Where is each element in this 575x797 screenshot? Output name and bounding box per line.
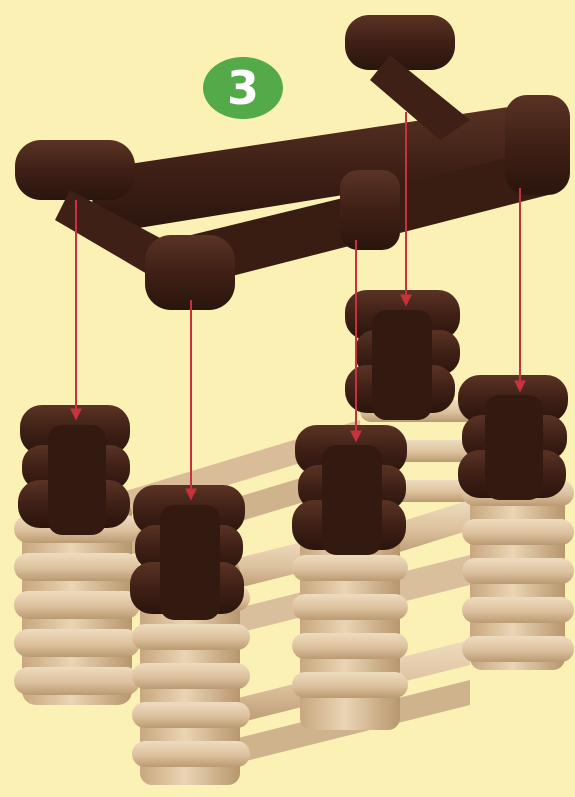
corner-cap-back xyxy=(345,290,460,420)
corner-cap-center xyxy=(292,425,407,555)
roof-frame xyxy=(15,15,570,310)
corner-cap-front-left xyxy=(130,485,245,620)
corner-cap-right xyxy=(458,375,568,500)
front-center-post xyxy=(292,530,408,730)
corner-cap-left xyxy=(18,405,130,535)
step-number-badge: 3 xyxy=(203,57,283,119)
step-number: 3 xyxy=(227,65,259,111)
